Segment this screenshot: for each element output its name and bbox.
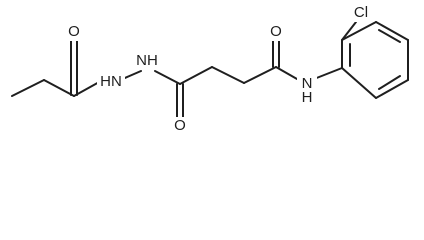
- chlorine-label: Cl: [354, 4, 368, 21]
- oxygen-middle-label: O: [174, 117, 186, 134]
- bond-ethyl-1: [11, 79, 45, 97]
- label-bg-nh-right: [132, 52, 162, 70]
- bond-right-c-n: [275, 66, 298, 80]
- oxygen-left-label: O: [68, 23, 80, 40]
- bond-ethyl-2: [43, 79, 75, 97]
- bond-n-aryl: [313, 67, 343, 80]
- bond-ring-6: [341, 67, 377, 99]
- bond-ring-3: [375, 21, 409, 41]
- bond-chain-3: [243, 66, 277, 84]
- bond-left-c-n: [73, 80, 102, 97]
- chemical-structure-canvas: O HN NH O O N H Cl: [11, 3, 409, 135]
- atom-labels: O HN NH O O N H Cl: [65, 4, 375, 135]
- bond-ring-5: [375, 79, 409, 99]
- amide-hydrogen-label: H: [302, 89, 313, 106]
- oxygen-right-label: O: [270, 23, 282, 40]
- chemical-structure-diagram: O HN NH O O N H Cl: [11, 4, 409, 135]
- nitrogen-left-label: HN: [100, 73, 122, 90]
- bond-right-n-c: [154, 70, 181, 85]
- bond-chain-2: [211, 66, 245, 84]
- bond-ring-inner-3: [378, 75, 401, 90]
- label-bg-hn-left: [97, 73, 125, 91]
- bond-ring-2: [341, 21, 377, 41]
- nitrogen-right-label: NH: [136, 52, 158, 69]
- bond-chain-1: [179, 66, 213, 85]
- amide-nitrogen-label: N: [302, 75, 313, 92]
- bond-ring-inner-2: [378, 29, 401, 43]
- bond-chlorine: [341, 21, 357, 41]
- label-bg-o-middle: [171, 117, 189, 135]
- label-bg-nh-amide: [297, 73, 317, 107]
- label-bg-cl: [347, 4, 375, 22]
- label-bg-o-right: [267, 23, 285, 41]
- label-bg-o-left: [65, 23, 83, 41]
